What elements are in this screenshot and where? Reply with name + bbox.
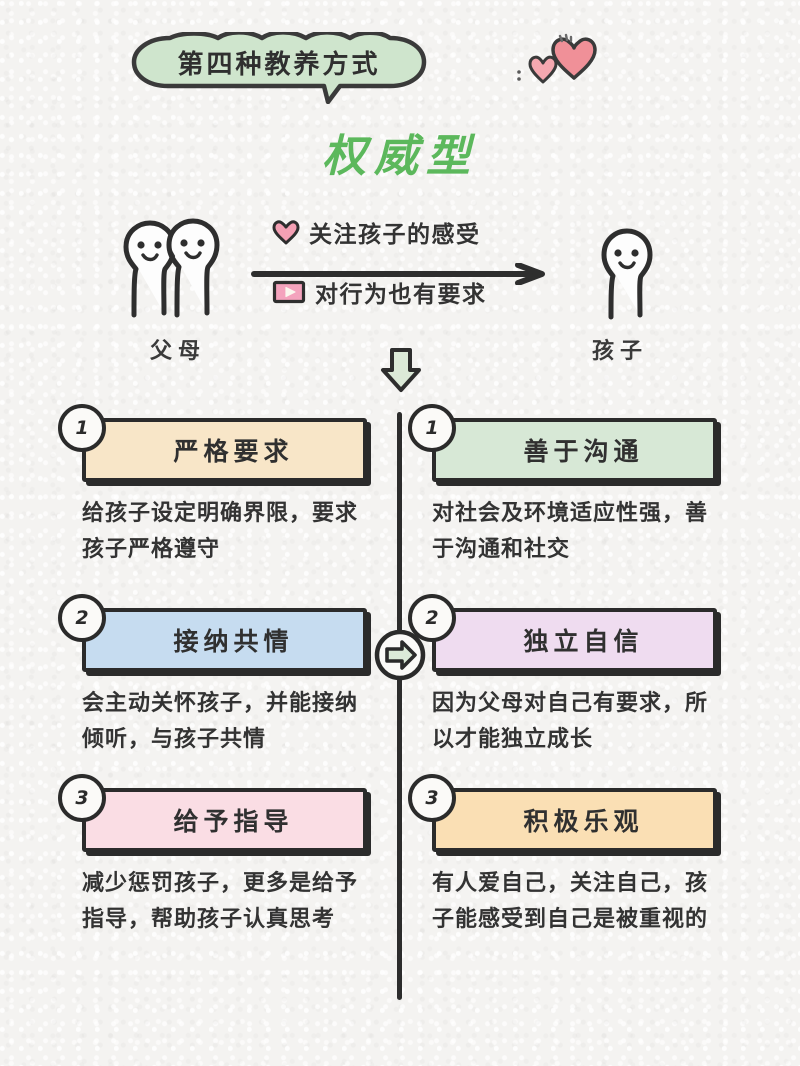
card-right-1-header: 1 善于沟通 — [408, 404, 717, 482]
card-right-2-header: 2 独立自信 — [408, 594, 717, 672]
influence-arrow-group: 关注孩子的感受 对行为也有要求 — [250, 213, 570, 323]
card-right-3[interactable]: 3 积极乐观 有人爱自己，关注自己，孩子能感受到自己是被重视的 — [408, 774, 717, 937]
card-left-3-title: 给予指导 — [173, 807, 294, 836]
child-label: 孩子 — [592, 339, 649, 364]
play-button-icon — [272, 280, 306, 304]
card-right-2-number: 2 — [408, 594, 456, 642]
arrow-item-behavior: 对行为也有要求 — [272, 275, 487, 309]
parents-figure-icon — [123, 218, 220, 318]
arrow-item-behavior-label: 对行为也有要求 — [315, 282, 487, 308]
card-right-2-description: 因为父母对自己有要求，所以才能独立成长 — [432, 691, 709, 752]
card-left-1-header: 1 严格要求 — [58, 404, 367, 482]
card-right-1[interactable]: 1 善于沟通 对社会及环境适应性强，善于沟通和社交 — [408, 404, 717, 567]
card-left-1-description: 给孩子设定明确界限，要求孩子严格遵守 — [82, 501, 359, 562]
card-left-3[interactable]: 3 给予指导 减少惩罚孩子，更多是给予指导，帮助孩子认真思考 — [58, 774, 367, 937]
vertical-divider — [397, 412, 402, 1000]
card-right-2-title: 独立自信 — [523, 627, 644, 656]
arrow-item-feelings-label: 关注孩子的感受 — [309, 222, 481, 248]
card-left-2-title: 接纳共情 — [173, 627, 294, 656]
card-left-3-number: 3 — [58, 774, 106, 822]
page-title: 权威型 — [322, 131, 478, 182]
card-left-1[interactable]: 1 严格要求 给孩子设定明确界限，要求孩子严格遵守 — [58, 404, 367, 567]
card-left-2-header: 2 接纳共情 — [58, 594, 367, 672]
card-left-2-description: 会主动关怀孩子，并能接纳倾听，与孩子共情 — [82, 691, 359, 752]
card-right-1-title: 善于沟通 — [523, 437, 644, 466]
card-right-1-number: 1 — [408, 404, 456, 452]
hearts-icon — [517, 33, 597, 84]
parents-label: 父母 — [150, 339, 207, 364]
card-left-2[interactable]: 2 接纳共情 会主动关怀孩子，并能接纳倾听，与孩子共情 — [58, 594, 367, 757]
card-right-3-description: 有人爱自己，关注自己，孩子能感受到自己是被重视的 — [432, 871, 709, 932]
card-left-3-description: 减少惩罚孩子，更多是给予指导，帮助孩子认真思考 — [82, 871, 359, 932]
down-arrow-icon — [381, 348, 421, 392]
relationship-diagram: 父母 孩子 关注孩子的感受 — [0, 205, 800, 365]
bubble-label: 第四种教养方式 — [177, 49, 381, 80]
card-left-3-header: 3 给予指导 — [58, 774, 367, 852]
arrow-item-feelings: 关注孩子的感受 — [272, 215, 481, 249]
header-speech-bubble: 第四种教养方式 — [128, 32, 430, 104]
heart-icon — [272, 220, 300, 245]
card-left-2-number: 2 — [58, 594, 106, 642]
card-right-3-title: 积极乐观 — [523, 807, 644, 836]
card-right-1-description: 对社会及环境适应性强，善于沟通和社交 — [432, 501, 709, 562]
card-right-2[interactable]: 2 独立自信 因为父母对自己有要求，所以才能独立成长 — [408, 594, 717, 757]
card-left-1-number: 1 — [58, 404, 106, 452]
card-right-3-number: 3 — [408, 774, 456, 822]
card-left-1-title: 严格要求 — [173, 437, 294, 466]
child-figure-icon — [601, 228, 653, 320]
card-right-3-header: 3 积极乐观 — [408, 774, 717, 852]
hearts-decoration — [508, 28, 608, 100]
